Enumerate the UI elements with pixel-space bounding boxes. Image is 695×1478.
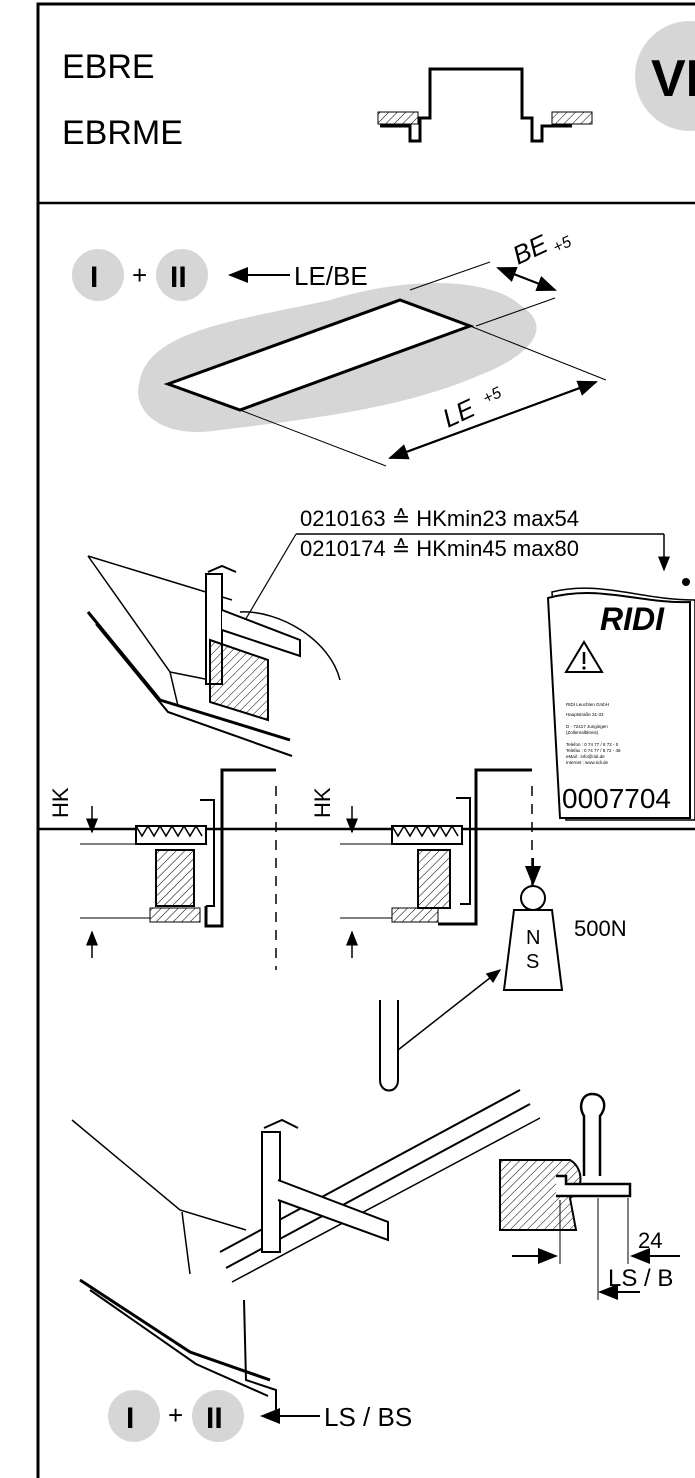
section-badge-label: VII [651,50,695,108]
clip-spec-line-1: 0210163 ≙ HKmin23 max54 [300,506,579,531]
ceiling-cutout-diagram [138,261,607,467]
hk-detail-b [340,768,533,970]
step-badge-two-bottom [192,1390,244,1442]
load-label: 500N [574,916,627,941]
t-rail-section [499,1092,680,1300]
hk-detail-a [80,768,277,970]
dim-width-label: BE [508,228,553,270]
plus-sign: + [132,260,147,290]
ref-label-le-be: LE/BE [294,261,368,291]
booklet-doc-number: 0007704 [562,783,671,814]
suspension-assembly-drawing [71,969,541,1410]
step-badge-one [72,249,124,301]
booklet-line: RIDI Leuchten GmbH [566,702,609,707]
dim-length-tolerance: +5 [481,384,505,407]
booklet-line: (Zollernalbkreis) [566,730,599,735]
step-badge-two [156,249,208,301]
booklet-address-block: RIDI Leuchten GmbH Hauptstraße 31-33 D -… [566,702,621,765]
step-badge-one-label: I [90,261,98,294]
clip-leader-line [243,533,297,623]
product-name-ebre: EBRE [62,48,155,86]
hk-label-b: HK [310,787,335,818]
clip-assembly-drawing [86,555,341,757]
load-weight-icon [502,858,564,991]
weight-label-s: S [526,951,539,973]
booklet-line: eMail : info@ridi.de [566,754,605,759]
product-name-ebrme: EBRME [62,114,183,152]
section-badge-circle [635,21,695,131]
dim-24-label: 24 [638,1228,662,1253]
step-badge-two-label: II [170,261,187,294]
plus-sign-bottom: + [168,1400,183,1430]
ref-label-ls-bs: LS / BS [324,1402,412,1432]
booklet-line: D - 72417 Jungingen [566,724,608,729]
booklet-line: Telefon : 0 74 77 / 8 72 - 0 [566,742,619,747]
booklet-line: Hauptstraße 31-33 [566,712,604,717]
hk-label-a: HK [48,787,73,818]
weight-label-n: N [526,927,540,949]
clip-spec-line-2: 0210174 ≙ HKmin45 max80 [300,536,579,561]
booklet-line: Internet : www.ridi.de [566,760,609,765]
step-badge-two-bottom-label: II [206,1402,223,1435]
recessed-profile-diagram [377,67,593,143]
ls-bs-partial-label: LS / B [608,1265,673,1292]
step-badge-one-bottom-label: I [126,1402,134,1435]
step-badge-one-bottom [108,1390,160,1442]
instruction-booklet [546,578,695,821]
booklet-line: Telefax : 0 74 77 / 8 72 - 48 [566,748,621,753]
dim-width-tolerance: +5 [551,233,575,256]
brand-logo: RIDI [600,601,665,637]
page-frame [36,2,695,1478]
